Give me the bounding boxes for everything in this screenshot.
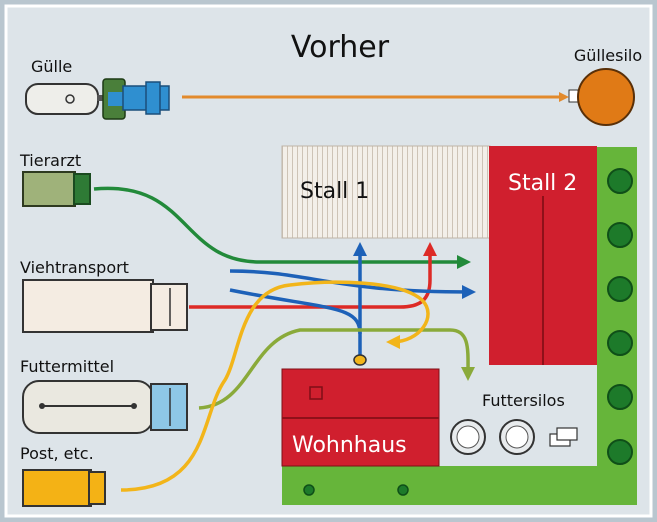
post-van-icon bbox=[22, 469, 106, 507]
vet-van-icon bbox=[22, 171, 91, 207]
chimney-icon bbox=[309, 386, 323, 400]
tree-icon bbox=[607, 168, 633, 194]
stall-2-label: Stall 2 bbox=[508, 171, 577, 196]
tractor-with-tank-icon bbox=[25, 78, 170, 120]
tree-icon bbox=[607, 222, 633, 248]
trees bbox=[303, 168, 633, 496]
post-path bbox=[120, 280, 430, 492]
silo-valve-icon bbox=[568, 89, 579, 103]
entrance-marker-icon bbox=[353, 354, 367, 366]
tierarzt-label: Tierarzt bbox=[19, 151, 81, 170]
feed-box-icon bbox=[556, 427, 578, 441]
shrub-icon bbox=[303, 484, 315, 496]
wohnhaus-label: Wohnhaus bbox=[292, 433, 407, 458]
farm-boundary-strip bbox=[282, 147, 637, 505]
futtersilo-group bbox=[450, 419, 578, 455]
livestock-truck-icon bbox=[22, 279, 188, 333]
stall-1-building bbox=[281, 145, 491, 239]
feed-silo-top-icon bbox=[456, 425, 480, 449]
shrub-icon bbox=[397, 484, 409, 496]
futtermittel-path bbox=[198, 328, 476, 410]
stall-1-label: Stall 1 bbox=[300, 179, 369, 204]
tree-icon bbox=[607, 439, 633, 465]
guellesilo-label: Güllesilo bbox=[574, 46, 642, 65]
futtermittel-label: Futtermittel bbox=[20, 357, 114, 376]
guelle-label: Gülle bbox=[31, 57, 72, 76]
post-label: Post, etc. bbox=[20, 444, 94, 463]
guellesilo-tank bbox=[577, 68, 635, 126]
tierarzt-path bbox=[93, 186, 471, 269]
feed-silo-top-icon bbox=[505, 425, 529, 449]
tree-icon bbox=[607, 276, 633, 302]
tree-icon bbox=[607, 330, 633, 356]
viehtransport-label: Viehtransport bbox=[20, 258, 129, 277]
futtersilos-label: Futtersilos bbox=[482, 391, 565, 410]
tree-icon bbox=[607, 384, 633, 410]
diagram-title: Vorher bbox=[291, 30, 390, 65]
feed-truck-icon bbox=[22, 380, 188, 434]
